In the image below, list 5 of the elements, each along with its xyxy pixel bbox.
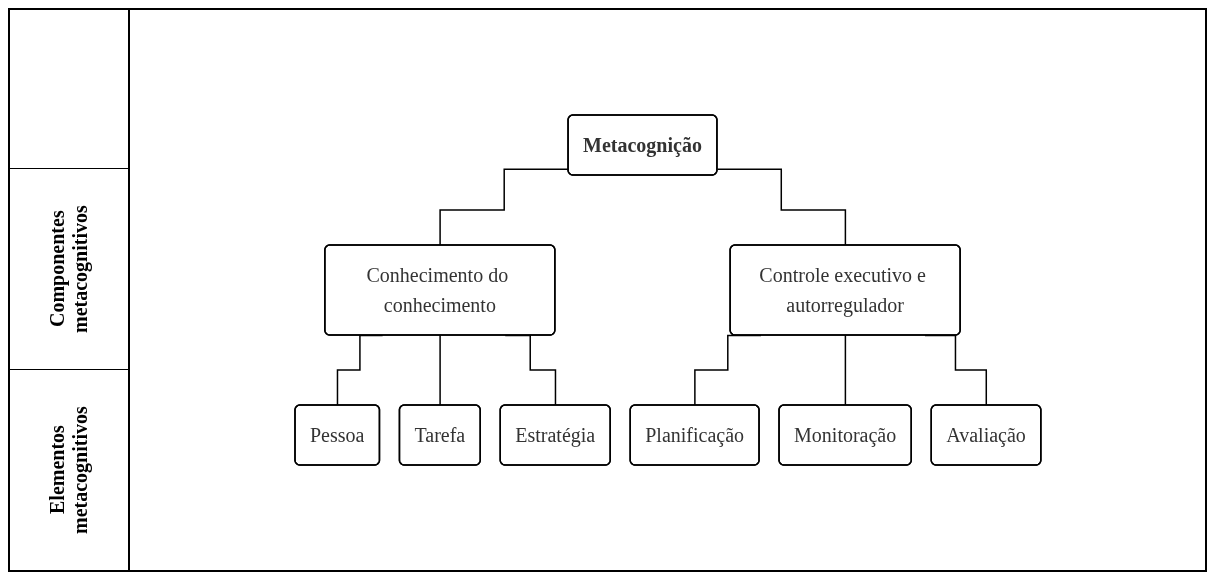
- connector: [844, 334, 846, 407]
- connector: [716, 168, 846, 247]
- connector: [438, 334, 441, 407]
- row-heading: Componentes metacognitivos: [46, 204, 92, 335]
- row-heading: Elementos metacognitivos: [46, 405, 92, 536]
